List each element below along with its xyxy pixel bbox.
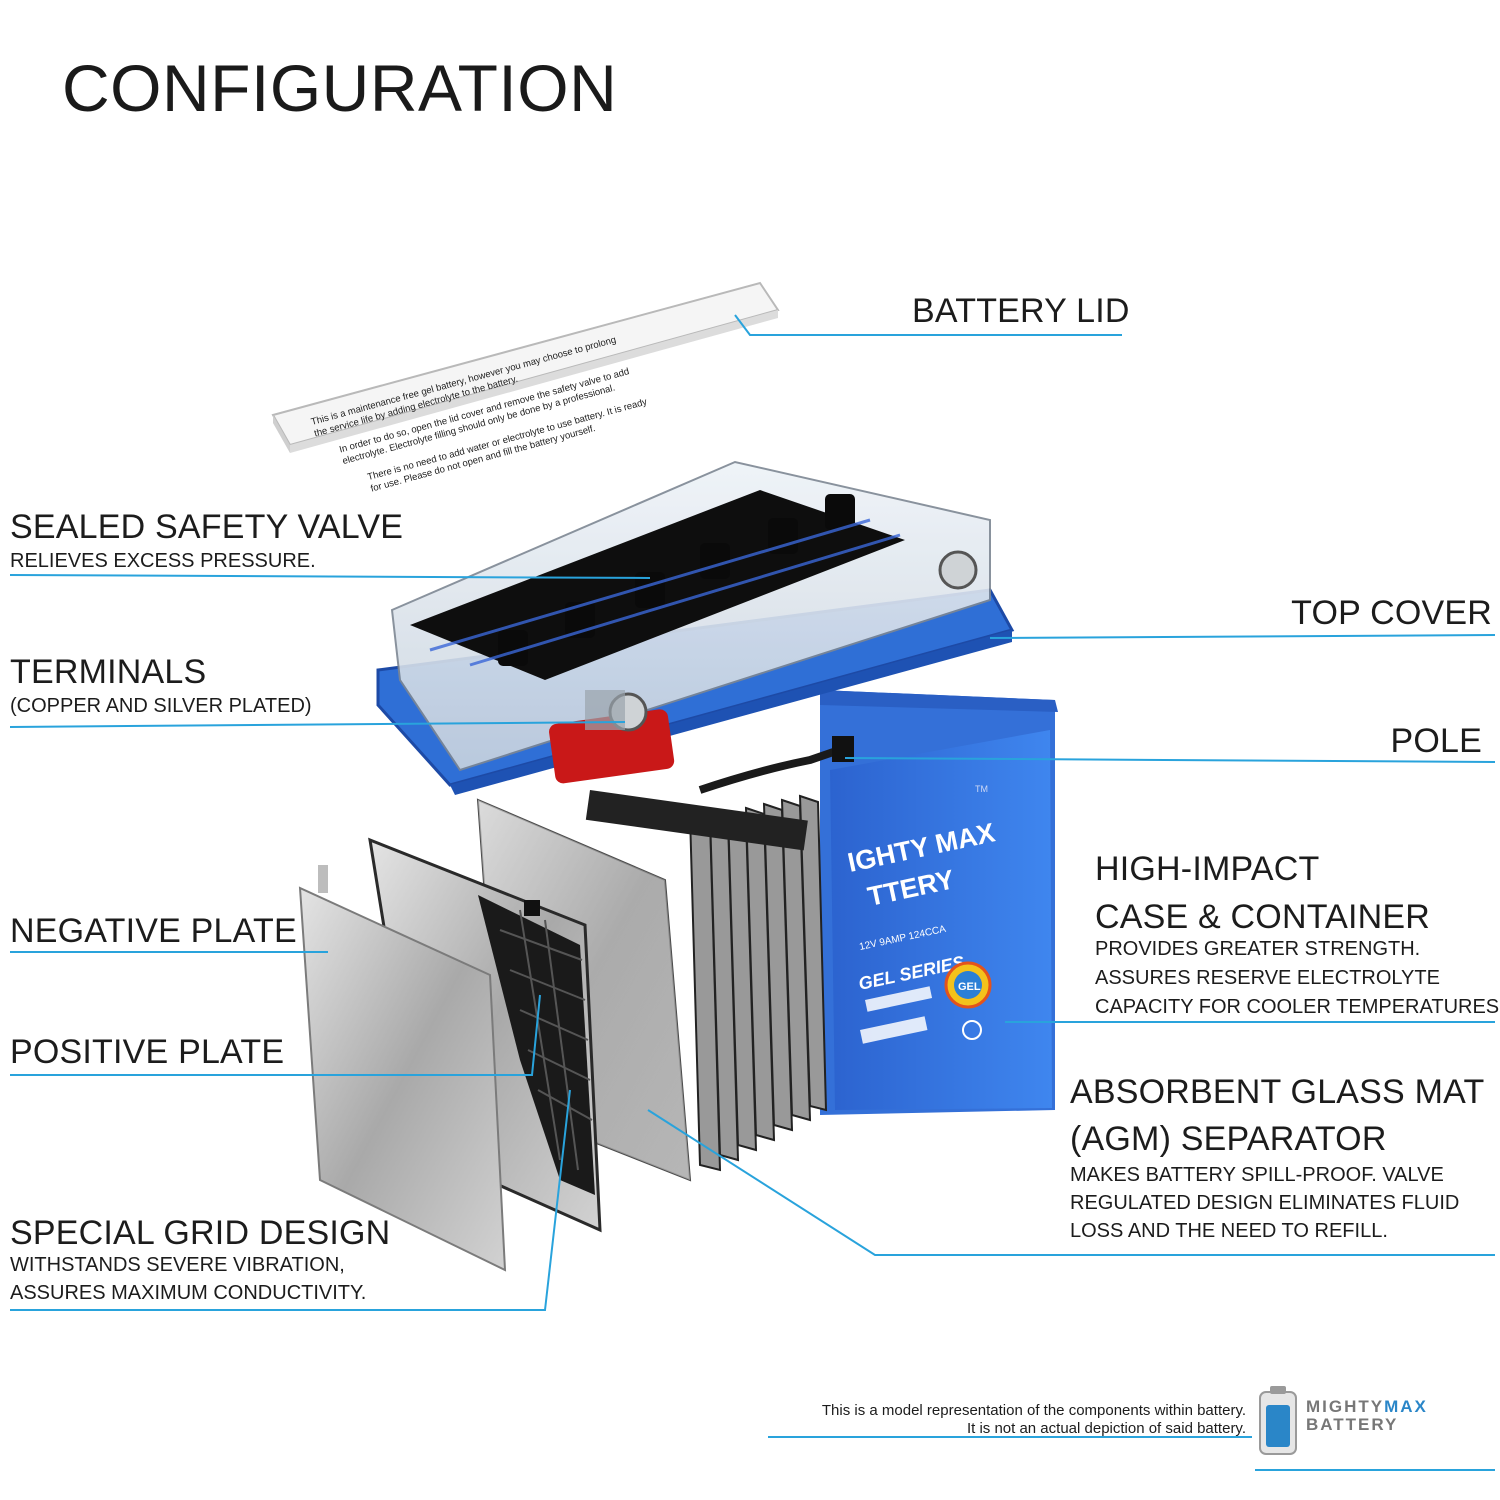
desc-special-grid-line2: ASSURES MAXIMUM CONDUCTIVITY.	[10, 1282, 367, 1304]
disclaimer: This is a model representation of the co…	[822, 1402, 1246, 1438]
label-top-cover: TOP COVER	[1291, 594, 1492, 632]
label-special-grid: SPECIAL GRID DESIGN	[10, 1214, 391, 1252]
mighty-max-logo-icon	[1259, 1386, 1297, 1455]
label-high-impact-line2: CASE & CONTAINER	[1095, 898, 1431, 936]
label-agm-line1: ABSORBENT GLASS MAT	[1070, 1073, 1485, 1111]
leader-terminals	[9, 721, 626, 728]
case-tm: TM	[975, 784, 988, 794]
battery-case: TM IGHTY MAX TTERY 12V 9AMP 124CCA GEL S…	[820, 690, 1058, 1115]
label-sealed-safety-valve: SEALED SAFETY VALVE	[10, 508, 404, 546]
desc-high-impact-line2: ASSURES RESERVE ELECTROLYTE	[1095, 967, 1440, 989]
pole-connector	[698, 736, 854, 794]
disclaimer-line1: This is a model representation of the co…	[821, 1402, 1246, 1419]
gel-badge: GEL	[944, 961, 992, 1009]
leader-special-grid	[10, 1089, 571, 1311]
logo-mighty: MIGHTY	[1306, 1397, 1385, 1416]
desc-terminals: (COPPER AND SILVER PLATED)	[10, 695, 312, 717]
label-agm-line2: (AGM) SEPARATOR	[1070, 1120, 1387, 1158]
mighty-max-logo-text: MIGHTYMAX BATTERY	[1306, 1398, 1428, 1434]
label-battery-lid: BATTERY LID	[912, 292, 1130, 330]
leader-battery-lid	[734, 314, 1122, 336]
page-title: CONFIGURATION	[62, 51, 618, 125]
disclaimer-line2: It is not an actual depiction of said ba…	[966, 1420, 1246, 1437]
label-pole: POLE	[1390, 722, 1482, 760]
logo-battery: BATTERY	[1306, 1415, 1399, 1434]
leader-top-cover	[989, 634, 1496, 639]
label-negative-plate: NEGATIVE PLATE	[10, 912, 297, 950]
leader-sealed-valve	[9, 574, 651, 579]
desc-agm-line1: MAKES BATTERY SPILL-PROOF. VALVE	[1070, 1164, 1444, 1186]
leader-agm	[647, 1109, 1495, 1256]
gel-badge-text: GEL	[958, 981, 981, 993]
desc-high-impact-line3: CAPACITY FOR COOLER TEMPERATURES.	[1095, 996, 1500, 1018]
label-terminals: TERMINALS	[10, 653, 207, 691]
desc-agm-line3: LOSS AND THE NEED TO REFILL.	[1070, 1220, 1388, 1242]
label-positive-plate: POSITIVE PLATE	[10, 1033, 285, 1071]
leader-positive-plate	[10, 994, 541, 1076]
desc-agm-line2: REGULATED DESIGN ELIMINATES FLUID	[1070, 1192, 1460, 1214]
negative-plate	[298, 865, 507, 1272]
leader-pole	[844, 757, 1496, 763]
label-high-impact-line1: HIGH-IMPACT	[1095, 850, 1320, 888]
battery-lid-card: This is a maintenance free gel battery, …	[271, 281, 780, 495]
desc-sealed-safety-valve: RELIEVES EXCESS PRESSURE.	[10, 550, 316, 572]
logo-max: MAX	[1384, 1397, 1428, 1416]
desc-special-grid-line1: WITHSTANDS SEVERE VIBRATION,	[10, 1254, 345, 1276]
top-cover	[376, 460, 1015, 795]
leader-lines	[9, 314, 1496, 1471]
desc-high-impact-line1: PROVIDES GREATER STRENGTH.	[1095, 938, 1421, 960]
